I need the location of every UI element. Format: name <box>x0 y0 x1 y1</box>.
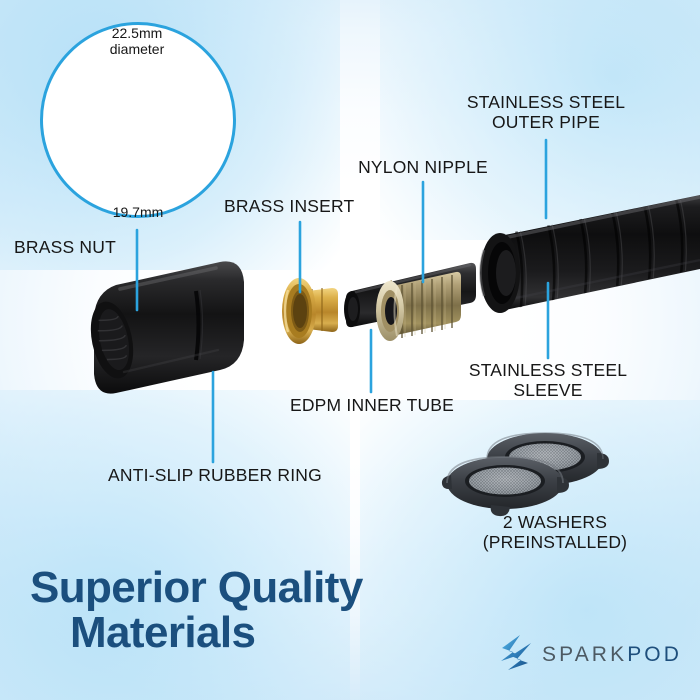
label-brass-insert: BRASS INSERT <box>224 196 355 216</box>
brand-wordmark: SPARKPOD <box>542 643 682 667</box>
label-anti-slip-rubber-ring: ANTI-SLIP RUBBER RING <box>108 465 322 485</box>
brass-nut-callout-circle <box>40 22 236 218</box>
brand-wordmark-light: SPARK <box>542 643 628 666</box>
brass-nut-art <box>90 261 244 394</box>
callout-bottom-dimension-label: 19.7mm <box>112 204 164 220</box>
label-washers: 2 WASHERS (PREINSTALLED) <box>482 512 628 553</box>
epdm-inner-tube-art <box>344 262 476 328</box>
label-brass-nut: BRASS NUT <box>14 237 116 257</box>
label-stainless-steel-sleeve: STAINLESS STEEL SLEEVE <box>468 360 628 401</box>
page-title-line-2: Materials <box>70 608 256 658</box>
callout-top-dimension-label: 22.5mm diameter <box>109 25 165 57</box>
washers-art <box>441 432 609 517</box>
brass-insert-art <box>282 278 338 344</box>
nylon-nipple-art <box>376 271 461 341</box>
label-stainless-steel-outer-pipe: STAINLESS STEEL OUTER PIPE <box>466 92 626 133</box>
lightning-bolt-icon <box>501 635 532 670</box>
label-nylon-nipple: NYLON NIPPLE <box>358 157 488 177</box>
page-title-line-1: Superior Quality <box>30 563 363 612</box>
brand-wordmark-bold: POD <box>627 643 682 666</box>
page-title: Superior Quality Materials <box>30 565 470 656</box>
outer-pipe-art <box>479 195 700 313</box>
label-epdm-inner-tube: EDPM INNER TUBE <box>289 395 455 415</box>
brand-logo: SPARKPOD <box>499 634 682 676</box>
